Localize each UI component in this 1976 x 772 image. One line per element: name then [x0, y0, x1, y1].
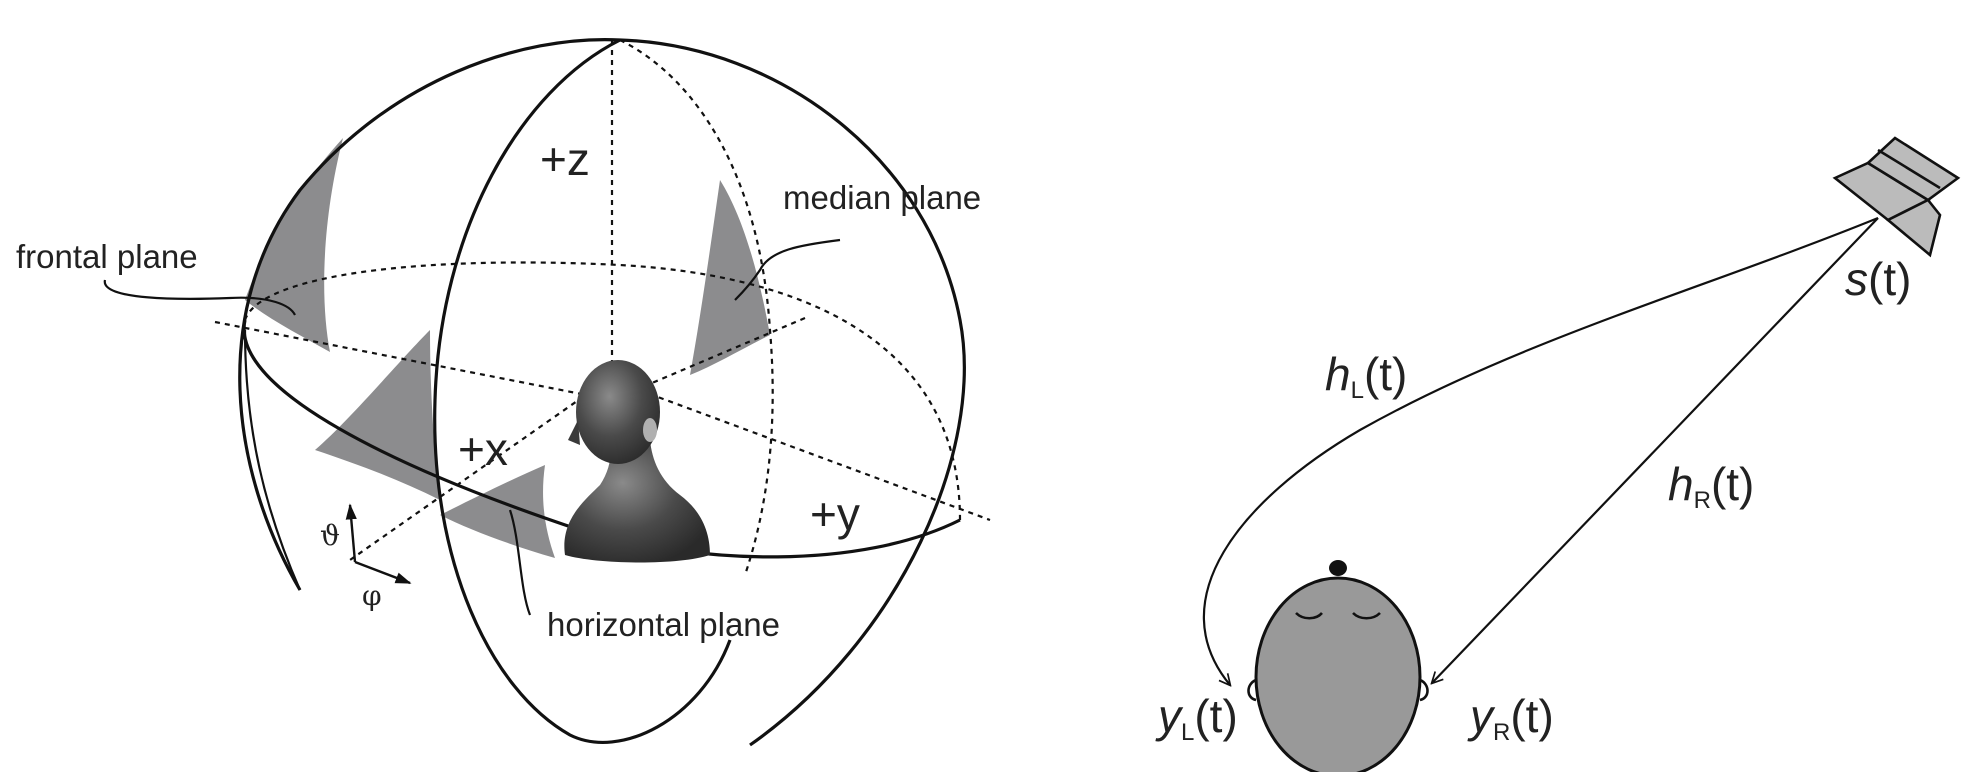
azimuth-symbol: φ	[362, 579, 382, 612]
median-plane-leader	[734, 238, 841, 301]
horizontal-plane-ellipse-back	[243, 261, 962, 521]
path-left-ear	[1202, 216, 1879, 685]
elevation-symbol: ϑ	[320, 519, 340, 552]
head-model-icon	[564, 360, 710, 563]
frontal-plane-meridian	[433, 38, 732, 744]
path-right-ear	[1432, 217, 1879, 683]
median-plane-label: median plane	[783, 179, 981, 216]
horizontal-plane-leader	[508, 509, 532, 616]
plane-shading	[245, 138, 770, 558]
ear-left-signal-label: yL(t)	[1155, 690, 1238, 746]
sphere-left-arc	[243, 329, 302, 591]
axis-y-line	[611, 378, 991, 522]
axis-frontal-line	[214, 320, 613, 402]
listener-head-icon	[1247, 560, 1429, 772]
frontal-plane-leader	[103, 279, 296, 316]
binaural-diagram: s(t) hL(t) hR(t) yL(t) yR(t)	[1155, 136, 1961, 772]
horizontal-plane-label: horizontal plane	[547, 606, 780, 643]
axis-y-label: +y	[810, 488, 860, 540]
hrir-left-label: hL(t)	[1325, 348, 1407, 404]
loudspeaker-icon	[1832, 136, 1961, 258]
ear-right-signal-label: yR(t)	[1467, 690, 1554, 746]
sphere-diagram: ϑ φ frontal plane median plane horizonta…	[16, 38, 991, 747]
axis-x-line	[349, 384, 601, 561]
sphere-outline	[238, 38, 966, 747]
axis-z-label: +z	[540, 133, 590, 185]
median-plane-meridian	[619, 39, 774, 576]
source-signal-label: s(t)	[1845, 253, 1911, 305]
hrir-right-label: hR(t)	[1668, 458, 1754, 514]
axis-x-label: +x	[458, 423, 508, 475]
frontal-plane-label: frontal plane	[16, 238, 198, 275]
angle-indicator: ϑ φ	[320, 503, 412, 612]
